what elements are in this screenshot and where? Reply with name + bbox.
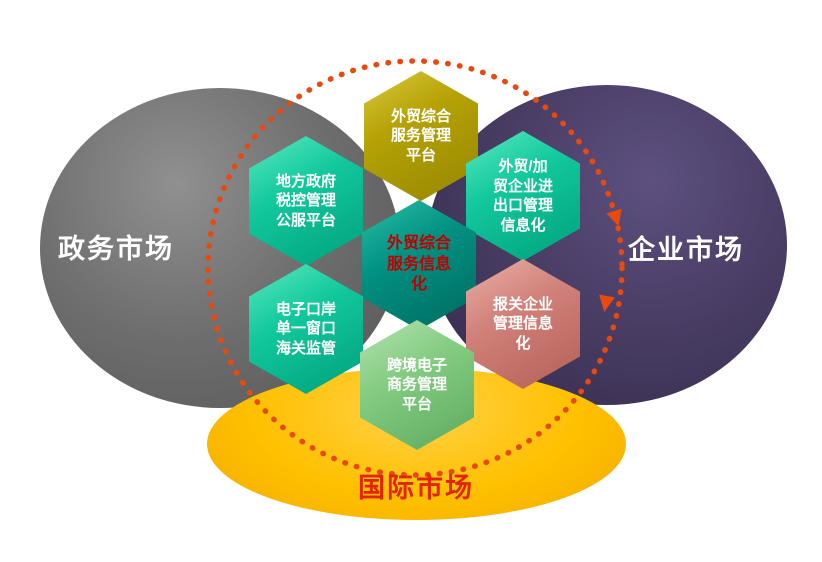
hexagon-label: 外贸综合 服务管理 平台 (390, 107, 451, 164)
hexagon-label: 报关企业 管理信息 化 (492, 295, 553, 352)
enterprise-market-label: 企业市场 (628, 235, 744, 265)
government-market-label: 政务市场 (58, 234, 174, 264)
hexagon-label: 外贸/加 贸企业进 出口管理 信息化 (492, 158, 553, 234)
international-market-label: 国际市场 (358, 473, 474, 503)
hexagon-label: 跨境电子 商务管理 平台 (386, 356, 447, 413)
hexagon-label: 地方政府 税控管理 公服平台 (275, 172, 336, 229)
hexagon-label: 电子口岸 单一窗口 海关监管 (275, 300, 336, 357)
hexagon-label: 外贸综合 服务信息 化 (386, 234, 451, 294)
